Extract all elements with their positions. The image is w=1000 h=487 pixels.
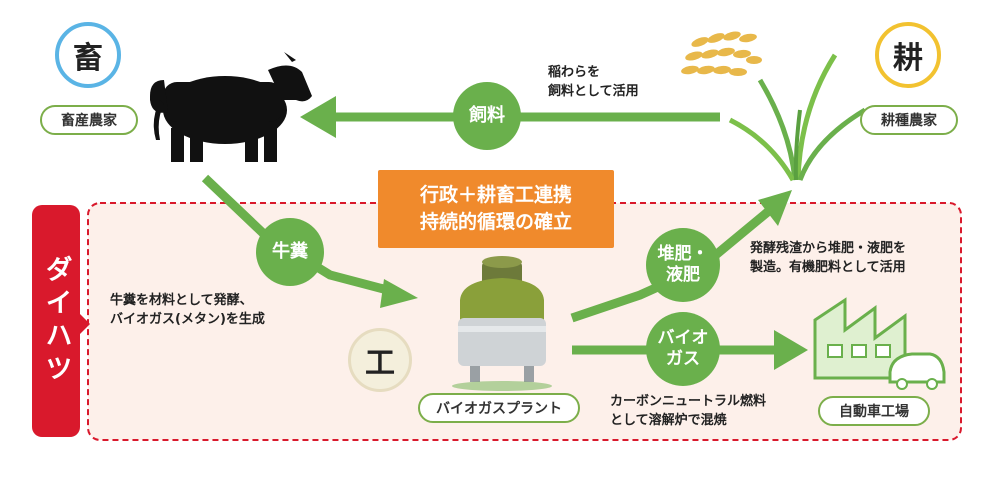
farmer-badge: 耕 xyxy=(875,22,941,88)
manure-circle: 牛糞 xyxy=(256,218,324,286)
manure-note-line-1: 牛糞を材料として発酵、 xyxy=(110,293,253,308)
fertilizer-label-line-1: 堆肥・ xyxy=(657,243,709,264)
fertilizer-label-line-2: 液肥 xyxy=(666,265,700,285)
feed-arrow xyxy=(300,96,720,138)
fertilizer-circle: 堆肥・ 液肥 xyxy=(646,228,720,302)
biogas-plant-illustration xyxy=(452,256,552,391)
biogas-note-line-1: カーボンニュートラル燃料 xyxy=(610,394,767,409)
fertilizer-note: 発酵残渣から堆肥・液肥を 製造。有機肥料として活用 xyxy=(750,240,906,278)
industry-badge: 工 xyxy=(348,328,412,392)
company-tab: ダイハツ xyxy=(32,205,80,437)
rice-plant-illustration xyxy=(681,31,867,182)
biogas-note: カーボンニュートラル燃料 として溶解炉で混焼 xyxy=(610,393,766,431)
biogas-plant-label: バイオガスプラント xyxy=(418,393,580,423)
factory-illustration xyxy=(813,297,946,390)
fertilizer-note-line-2: 製造。有機肥料として活用 xyxy=(750,259,906,275)
biogas-label-line-2: ガス xyxy=(666,349,700,369)
car-factory-label: 自動車工場 xyxy=(818,396,930,426)
collaboration-line-1: 行政＋耕畜工連携 xyxy=(419,184,572,207)
company-tab-pointer xyxy=(78,312,90,336)
collaboration-line-2: 持続的循環の確立 xyxy=(419,211,572,233)
feed-note-line-1: 稲わらを xyxy=(548,65,601,80)
crop-farmer-label: 耕種農家 xyxy=(860,105,958,135)
biogas-circle: バイオ ガス xyxy=(646,312,720,386)
manure-note-line-2: バイオガス(メタン)を生成 xyxy=(110,311,265,327)
fertilizer-note-line-1: 発酵残渣から堆肥・液肥を xyxy=(750,241,907,256)
feed-note-line-2: 飼料として活用 xyxy=(548,83,639,99)
livestock-symbol: 畜 xyxy=(73,41,103,76)
cow-illustration xyxy=(150,52,312,162)
feed-circle: 飼料 xyxy=(453,82,521,150)
industry-symbol: 工 xyxy=(365,346,395,381)
biogas-label-line-1: バイオ xyxy=(657,327,709,348)
livestock-farmer-label: 畜産農家 xyxy=(40,105,138,135)
collaboration-box: 行政＋耕畜工連携 持続的循環の確立 xyxy=(378,170,614,248)
biogas-note-line-2: として溶解炉で混焼 xyxy=(610,412,727,428)
manure-note: 牛糞を材料として発酵、 バイオガス(メタン)を生成 xyxy=(110,292,265,330)
feed-note: 稲わらを 飼料として活用 xyxy=(548,64,639,102)
livestock-badge: 畜 xyxy=(55,22,121,88)
farmer-symbol: 耕 xyxy=(893,41,923,76)
